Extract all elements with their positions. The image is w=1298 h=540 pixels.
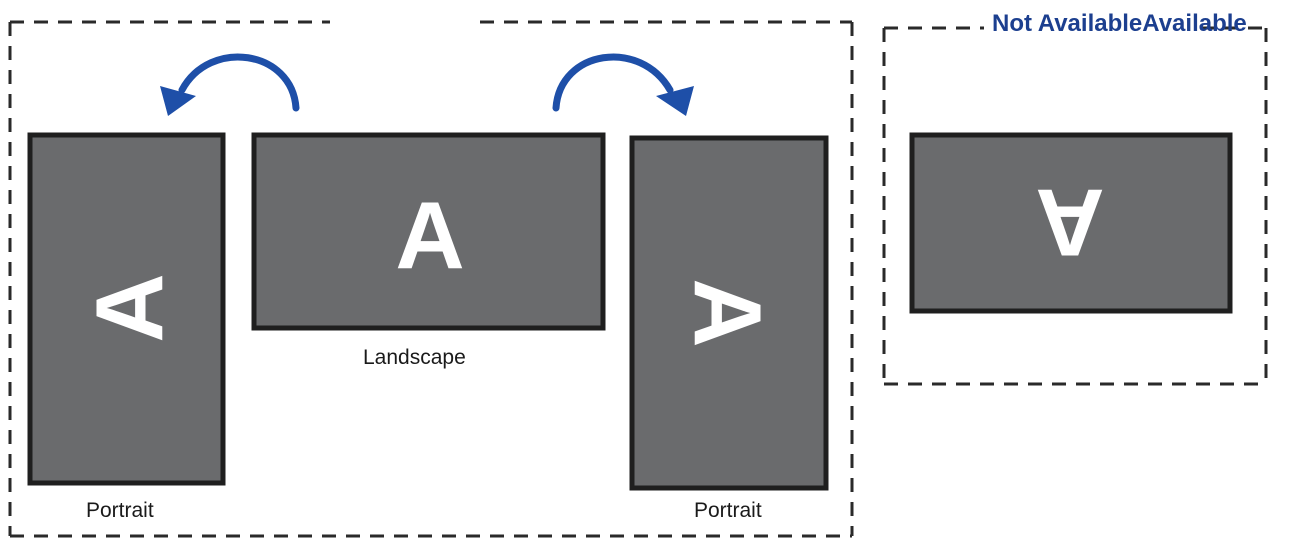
left-portrait-letter: A — [77, 273, 184, 342]
rotate-right-arrow — [552, 53, 694, 116]
availability-title: Not AvailableAvailable — [992, 10, 1247, 37]
inverted-landscape-letter: A — [1035, 169, 1104, 276]
landscape-screen: A — [251, 132, 606, 331]
inverted-landscape-screen: A — [909, 132, 1233, 314]
left-portrait-caption: Portrait — [86, 499, 154, 522]
rotate-right-arrow-curve — [552, 53, 674, 112]
landscape-letter: A — [395, 183, 464, 290]
right-portrait-letter: A — [674, 278, 781, 347]
rotate-left-arrowhead-icon — [160, 86, 196, 116]
not-available-frame — [882, 26, 1268, 386]
landscape-caption: Landscape — [363, 346, 466, 369]
right-portrait-screen: A — [629, 135, 829, 491]
rotate-left-arrow-curve — [178, 53, 300, 112]
supported-frame — [8, 20, 854, 538]
right-portrait-caption: Portrait — [694, 499, 762, 522]
rotate-right-arrowhead-icon — [656, 86, 694, 116]
rotate-left-arrow — [160, 53, 300, 116]
left-portrait-screen: A — [27, 132, 226, 486]
